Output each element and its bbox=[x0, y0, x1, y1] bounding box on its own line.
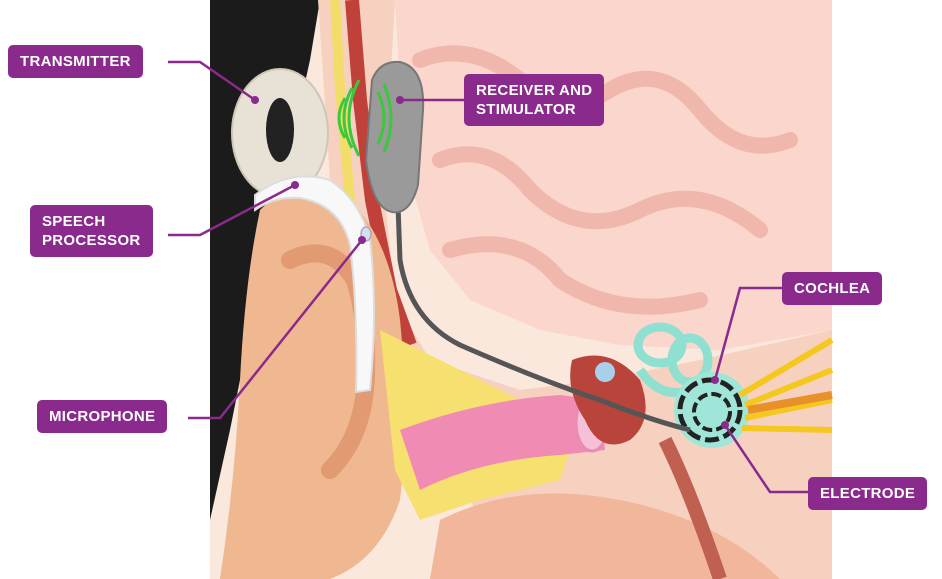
cochlea-label: COCHLEA bbox=[782, 272, 882, 305]
ossicle-bone bbox=[595, 362, 615, 382]
dot-microphone bbox=[358, 236, 366, 244]
dot-cochlea bbox=[711, 376, 719, 384]
receiver-stimulator-label: RECEIVER AND STIMULATOR bbox=[464, 74, 604, 126]
microphone-label: MICROPHONE bbox=[37, 400, 167, 433]
speech-processor-label: SPEECH PROCESSOR bbox=[30, 205, 153, 257]
electrode-label: ELECTRODE bbox=[808, 477, 927, 510]
dot-receiver bbox=[396, 96, 404, 104]
dot-speech-processor bbox=[291, 181, 299, 189]
receiver-stimulator-device bbox=[366, 62, 423, 212]
transmitter-label: TRANSMITTER bbox=[8, 45, 143, 78]
dot-electrode bbox=[721, 421, 729, 429]
transmitter-magnet bbox=[266, 98, 294, 162]
cochlea bbox=[674, 372, 750, 448]
dot-transmitter bbox=[251, 96, 259, 104]
